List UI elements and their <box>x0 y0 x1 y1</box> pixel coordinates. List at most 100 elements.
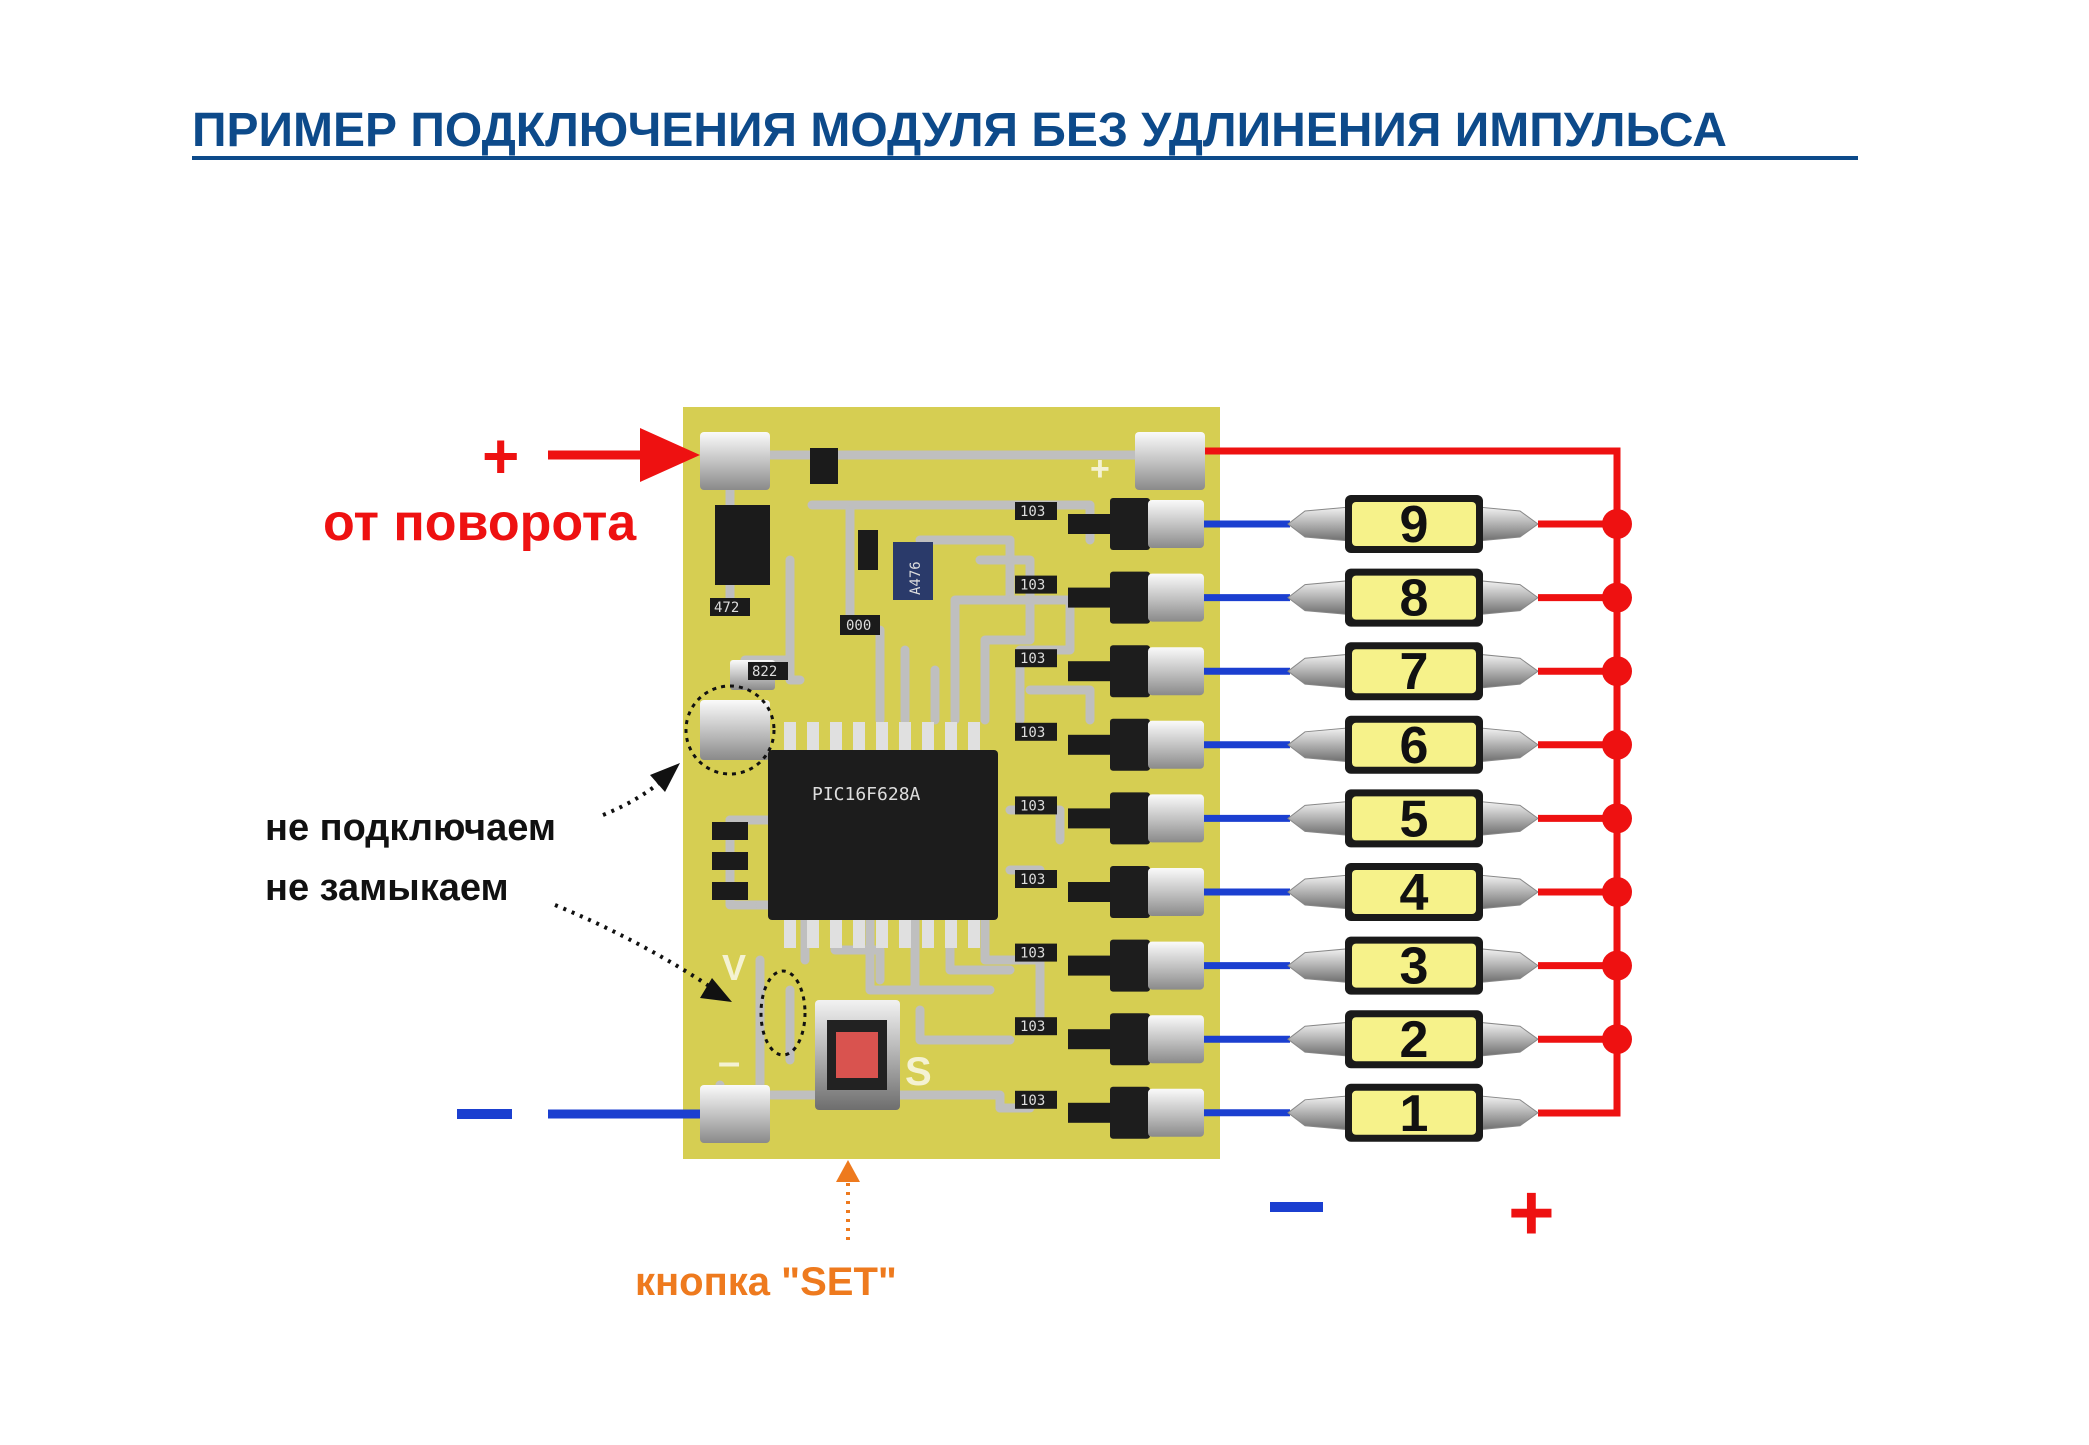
bottom-plus-sign: + <box>1508 1168 1555 1257</box>
output-resistor-2 <box>1015 1090 1057 1109</box>
output-resistor-2 <box>1015 649 1057 668</box>
junction-dot <box>1602 950 1632 981</box>
output-pad <box>1148 868 1204 916</box>
output-resistor <box>1068 734 1110 755</box>
chip-pin <box>830 722 842 756</box>
chip-pin <box>784 722 796 756</box>
chip-pin <box>830 914 842 948</box>
nc-label-line1: не подключаем <box>265 807 556 849</box>
output-resistor-2 <box>1015 943 1057 962</box>
resistor-472-code: 472 <box>714 600 739 616</box>
pad-minus-left <box>700 1085 770 1143</box>
output-resistor-2 <box>1015 1017 1057 1036</box>
silk-plus: + <box>1090 450 1110 488</box>
lamp-cap-left <box>1287 727 1351 763</box>
output-pad <box>1148 500 1204 548</box>
output-resistor <box>1068 808 1110 829</box>
junction-dot <box>1602 509 1632 539</box>
lamp-cap-right <box>1477 727 1539 763</box>
resistor-left-3 <box>712 882 748 900</box>
lamp-face <box>1352 870 1476 914</box>
lamp-cap-left <box>1287 1021 1351 1057</box>
capacitor-a476 <box>893 542 933 600</box>
output-connector <box>1110 645 1150 698</box>
silk-s: S <box>905 1050 932 1094</box>
chip-pin <box>807 914 819 948</box>
output-connector <box>1110 939 1150 992</box>
nc-arrow-bottom <box>554 903 714 990</box>
chip-pin <box>922 722 934 756</box>
lamp-cap-left <box>1287 580 1351 616</box>
set-button <box>815 1000 900 1110</box>
output-pad <box>1148 794 1204 843</box>
capacitor-marking: A476 <box>908 561 924 595</box>
lamp-cap-left <box>1287 948 1351 984</box>
pad-plus-right <box>1135 432 1205 490</box>
output-pad <box>1148 941 1204 990</box>
output-resistor <box>1068 1029 1110 1050</box>
chip-pin <box>922 914 934 948</box>
lamp-number: 1 <box>1400 1085 1429 1143</box>
festoon-lamp: 5 <box>1287 789 1539 848</box>
chip-pin <box>853 914 865 948</box>
lamp-number: 5 <box>1400 790 1429 848</box>
output-resistor-2-code: 103 <box>1020 504 1045 520</box>
chip-pins <box>784 722 980 948</box>
chip-body <box>768 750 998 920</box>
plus-input-label: от поворота <box>323 494 637 552</box>
junction-dot <box>1602 656 1632 687</box>
resistor-000-code: 000 <box>846 618 871 634</box>
output-connector <box>1110 571 1150 624</box>
output-resistor-2-code: 103 <box>1020 725 1045 741</box>
nc-arrow-top-head <box>650 763 680 792</box>
pcb-module: 1031031031031031031031031031031031031031… <box>683 407 1220 1159</box>
lamp-number: 3 <box>1400 938 1429 996</box>
resistor-vertical <box>858 530 878 570</box>
festoon-lamp: 8 <box>1287 568 1539 628</box>
output-resistor-2-code: 103 <box>1020 1093 1045 1109</box>
festoon-lamp: 2 <box>1287 1010 1539 1069</box>
output-connector <box>1110 718 1150 771</box>
junction-dot <box>1602 803 1632 834</box>
nc-circle-bottom <box>759 969 807 1057</box>
chip-marking: PIC16F628A <box>812 784 921 805</box>
lamp-face <box>1352 649 1476 694</box>
microcontroller: PIC16F628A <box>768 722 998 948</box>
festoon-lamp: 4 <box>1287 863 1539 922</box>
chip-pin <box>968 722 980 756</box>
set-button-label: кнопка "SET" <box>635 1260 897 1304</box>
lamp-cap-right <box>1477 1021 1539 1057</box>
festoon-lamp: 6 <box>1287 715 1539 775</box>
output-resistor <box>1068 882 1110 902</box>
lamp-face <box>1352 722 1476 767</box>
output-resistor-2 <box>1015 575 1057 594</box>
lamp-cap-right <box>1477 580 1539 616</box>
chip-pin <box>945 914 957 948</box>
lamp-face <box>1352 1090 1476 1135</box>
output-pad <box>1148 647 1204 696</box>
silk-v: V <box>722 947 746 988</box>
lamp-number: 8 <box>1400 570 1429 628</box>
output-connector <box>1110 498 1150 550</box>
lamp-cap-left <box>1287 653 1351 689</box>
festoon-lamp: 3 <box>1287 936 1539 996</box>
resistor-822 <box>748 662 788 680</box>
output-resistor-2 <box>1015 870 1057 888</box>
chip-pin <box>876 722 888 756</box>
lamp-cap-left <box>1287 800 1351 836</box>
resistor-000 <box>840 615 880 635</box>
output-resistor <box>1068 661 1110 682</box>
lamp-cap-right <box>1477 874 1539 910</box>
output-connector <box>1110 1013 1150 1066</box>
lamp-cap-left <box>1287 506 1351 542</box>
nc-circle-top <box>684 684 776 776</box>
nc-arrow-bottom-head <box>700 978 732 1002</box>
output-resistor-2 <box>1015 722 1057 741</box>
lamp-number: 6 <box>1400 717 1429 775</box>
pad-nc-top <box>700 700 770 760</box>
chip-pin <box>807 722 819 756</box>
resistor-822-code: 822 <box>752 664 777 680</box>
lamp-cap-right <box>1477 1095 1539 1131</box>
nc-arrow-top <box>602 776 667 817</box>
output-pad <box>1148 1088 1204 1137</box>
